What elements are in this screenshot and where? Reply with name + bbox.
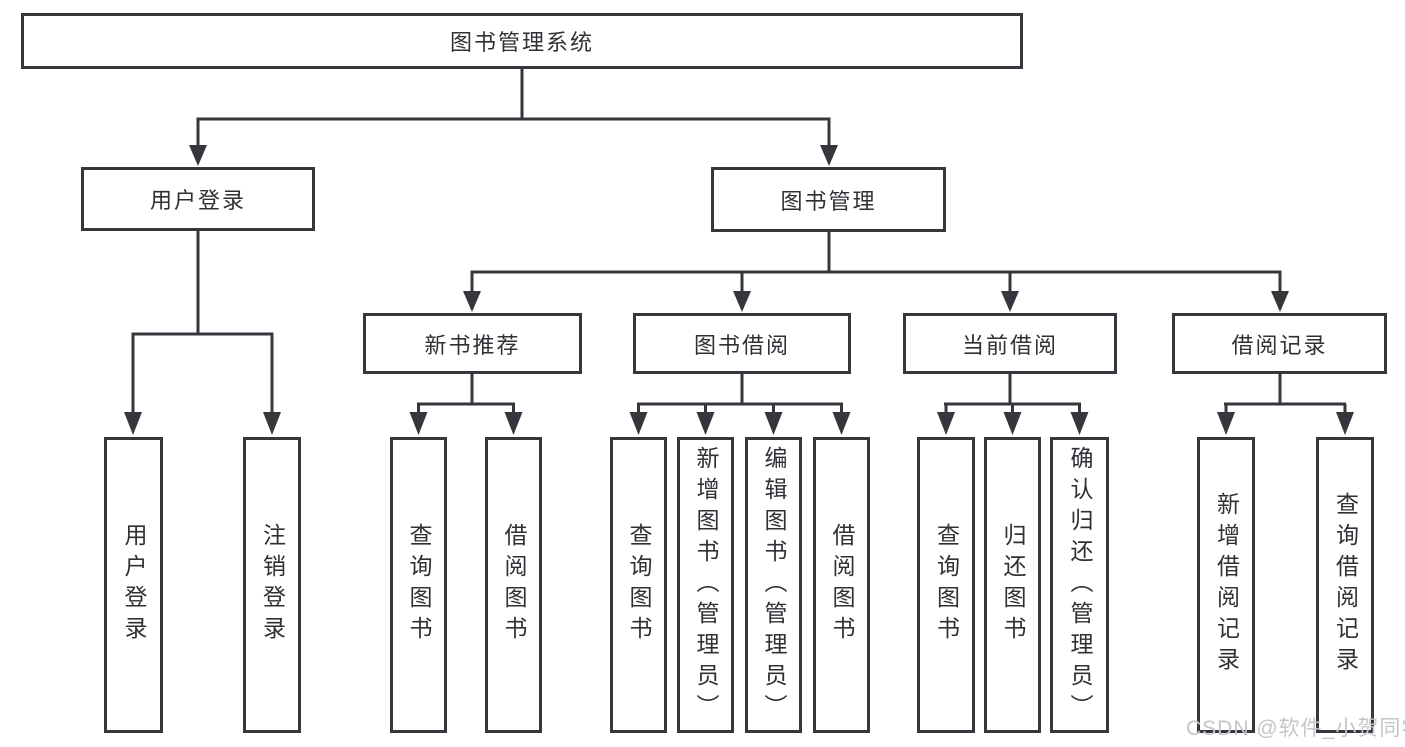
node-current-borrowing: 当前借阅 — [903, 313, 1117, 374]
leaf-borrow-borrow-books-label: 借阅图书 — [829, 523, 855, 647]
node-new-book-recommendation: 新书推荐 — [363, 313, 582, 374]
node-book-management-system: 图书管理系统 — [21, 13, 1023, 69]
leaf-current-query-books: 查询图书 — [917, 437, 975, 733]
leaf-record-query-borrow-record-label: 查询借阅记录 — [1332, 492, 1359, 678]
leaf-borrow-query-books-label: 查询图书 — [626, 523, 652, 647]
leaf-current-confirm-return-admin-label: 确认归还（管理员） — [1067, 445, 1093, 725]
leaf-borrow-add-books-admin-label: 新增图书（管理员） — [693, 445, 719, 725]
leaf-current-confirm-return-admin: 确认归还（管理员） — [1050, 437, 1109, 733]
leaf-logout: 注销登录 — [243, 437, 301, 733]
leaf-borrow-borrow-books: 借阅图书 — [813, 437, 870, 733]
leaf-current-return-books: 归还图书 — [984, 437, 1041, 733]
leaf-rec-query-books-label: 查询图书 — [406, 523, 432, 647]
leaf-borrow-query-books: 查询图书 — [610, 437, 667, 733]
csdn-watermark: CSDN @软件_小贺同学 — [1186, 717, 1405, 740]
leaf-user-login: 用户登录 — [104, 437, 163, 733]
node-book-management: 图书管理 — [711, 167, 946, 232]
leaf-borrow-edit-books-admin: 编辑图书（管理员） — [745, 437, 802, 733]
leaf-borrow-edit-books-admin-label: 编辑图书（管理员） — [761, 445, 787, 725]
leaf-record-add-borrow-record: 新增借阅记录 — [1197, 437, 1255, 733]
leaf-rec-query-books: 查询图书 — [390, 437, 447, 733]
node-borrowing-records: 借阅记录 — [1172, 313, 1387, 374]
leaf-record-query-borrow-record: 查询借阅记录 — [1316, 437, 1374, 733]
leaf-logout-label: 注销登录 — [259, 523, 286, 647]
leaf-user-login-label: 用户登录 — [121, 523, 147, 647]
leaf-rec-borrow-books-label: 借阅图书 — [501, 523, 527, 647]
leaf-current-return-books-label: 归还图书 — [1000, 523, 1026, 647]
leaf-record-add-borrow-record-label: 新增借阅记录 — [1213, 492, 1240, 678]
leaf-current-query-books-label: 查询图书 — [933, 523, 960, 647]
node-book-borrowing: 图书借阅 — [633, 313, 851, 374]
node-user-login: 用户登录 — [81, 167, 315, 231]
leaf-rec-borrow-books: 借阅图书 — [485, 437, 542, 733]
leaf-borrow-add-books-admin: 新增图书（管理员） — [677, 437, 734, 733]
